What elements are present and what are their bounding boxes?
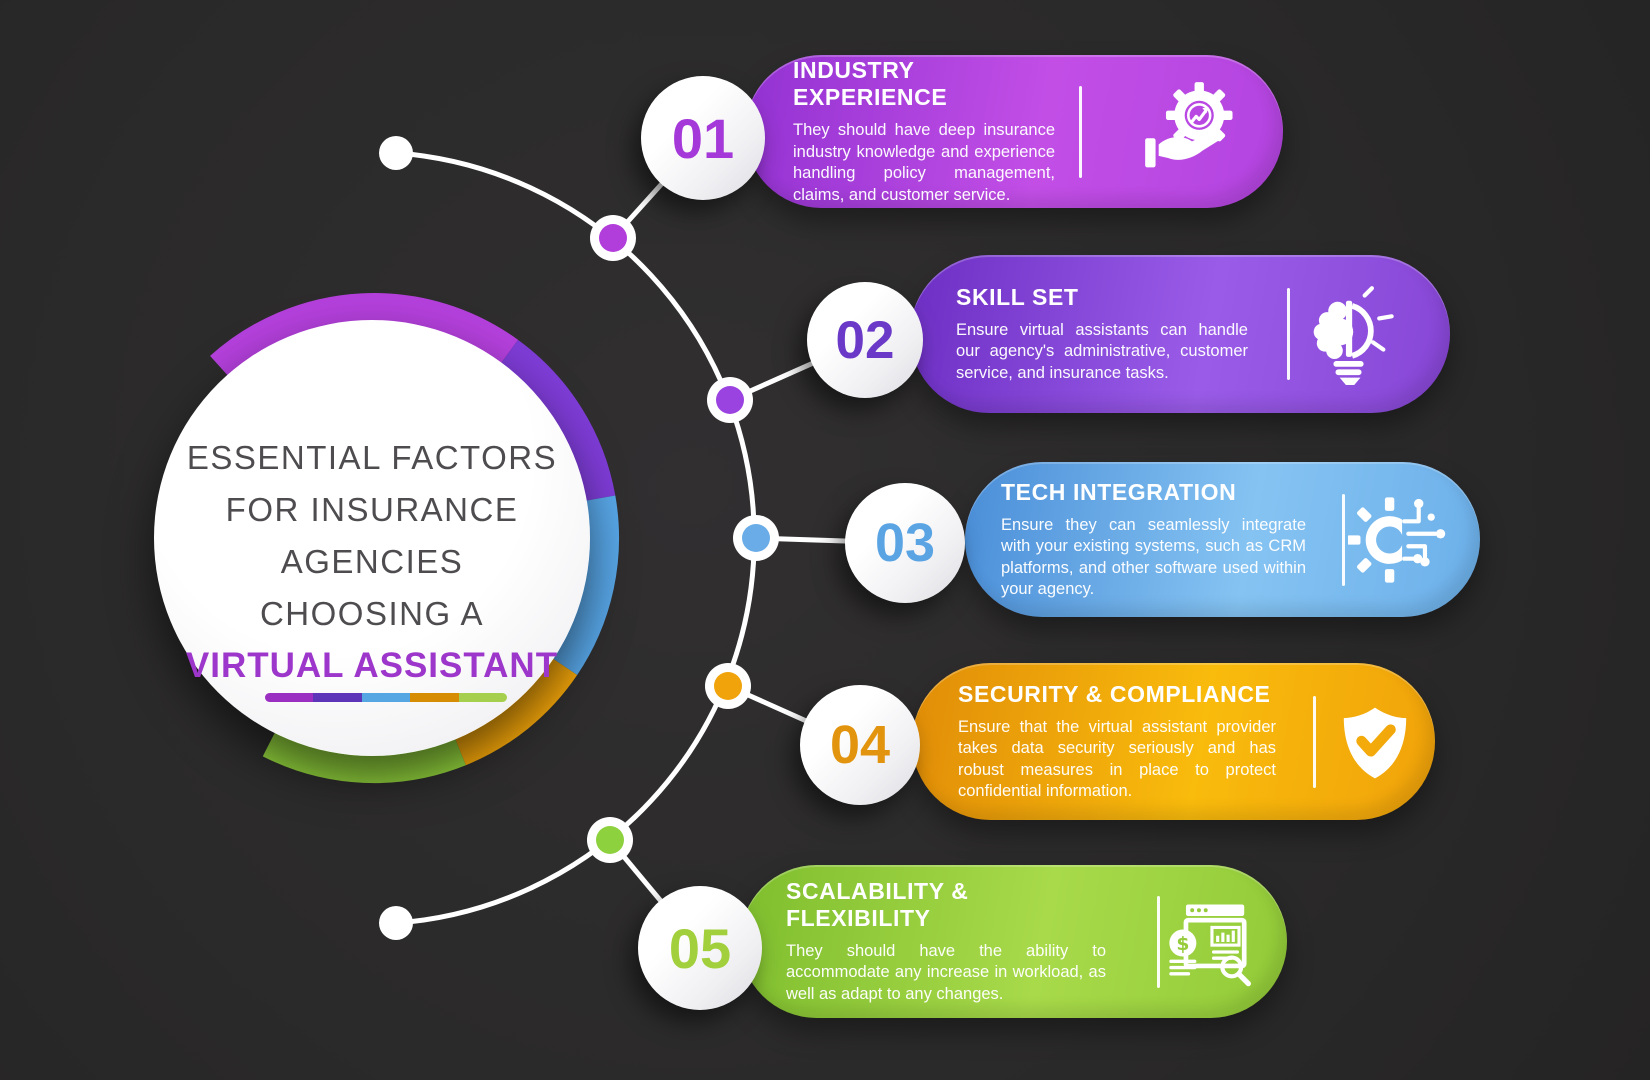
ring-segment-blue	[545, 495, 620, 676]
step-number-03: 03	[874, 513, 936, 573]
bar-segment-blue	[361, 693, 411, 702]
hand-gear-growth-icon	[1141, 80, 1245, 184]
bar-segment-purple	[313, 693, 362, 702]
card-4-body: Ensure that the virtual assistant provid…	[958, 717, 1276, 801]
title-line-2: FOR INSURANCE	[225, 491, 519, 528]
step-circle-02: 02	[807, 282, 923, 398]
node-2	[716, 386, 744, 414]
timeline-nodes	[587, 215, 779, 863]
ring-segment-magenta	[210, 293, 519, 385]
step-circle-03: 03	[845, 483, 965, 603]
color-bar	[265, 693, 507, 702]
bar-segment-green	[458, 693, 507, 702]
card-4-title: SECURITY & COMPLIANCE	[958, 680, 1271, 707]
card-1-title: INDUSTRY EXPERIENCE	[793, 57, 948, 110]
ring-segment-purple	[495, 339, 616, 503]
shield-check-icon	[1323, 690, 1427, 794]
card-5-title: SCALABILITY & FLEXIBILITY	[786, 877, 969, 931]
card-scalability-flexibility: SCALABILITY & FLEXIBILITY They should ha…	[740, 865, 1287, 1018]
card-1-body: They should have deep insurance industry…	[793, 121, 1055, 204]
node-1	[599, 224, 627, 252]
finance-report-magnifier-icon: $	[1161, 890, 1265, 994]
card-1-divider	[1079, 85, 1082, 178]
card-tech-integration: TECH INTEGRATION Ensure they can seamles…	[965, 462, 1480, 617]
bar-segment-magenta	[265, 693, 314, 702]
brain-bulb-icon	[1296, 282, 1400, 386]
step-circle-04: 04	[800, 685, 920, 805]
bar-segment-orange	[410, 693, 459, 702]
ring-segment-orange	[451, 653, 578, 766]
card-5-body: They should have the ability to accommod…	[786, 941, 1106, 1003]
step-circle-01: 01	[641, 76, 765, 200]
card-industry-experience: INDUSTRY EXPERIENCE They should have dee…	[745, 55, 1283, 208]
card-4-divider	[1313, 695, 1316, 788]
card-skill-set: SKILL SET Ensure virtual assistants can …	[910, 255, 1450, 413]
color-ring	[210, 293, 620, 784]
card-3-body: Ensure they can seamlessly integrate wit…	[1001, 515, 1306, 599]
card-5-divider	[1157, 895, 1160, 988]
step-number-05: 05	[668, 916, 732, 980]
center-title-circle: ESSENTIAL FACTORS FOR INSURANCE AGENCIES…	[154, 320, 590, 756]
gear-circuit-icon	[1348, 488, 1452, 592]
spine-start-dot	[379, 136, 413, 170]
step-number-01: 01	[671, 106, 735, 170]
card-security-compliance: SECURITY & COMPLIANCE Ensure that the vi…	[912, 663, 1435, 820]
title-line-1: ESSENTIAL FACTORS	[186, 439, 558, 476]
card-3-title: TECH INTEGRATION	[1001, 478, 1237, 505]
node-4	[714, 672, 742, 700]
node-3	[742, 524, 770, 552]
card-2-divider	[1287, 288, 1290, 380]
card-2-title: SKILL SET	[956, 283, 1079, 310]
node-5	[596, 826, 624, 854]
card-3-divider	[1342, 493, 1345, 586]
spine-end-dot	[379, 906, 413, 940]
title-highlight: VIRTUAL ASSISTANT	[185, 646, 559, 685]
card-2-body: Ensure virtual assistants can handle our…	[956, 320, 1248, 382]
main-title: ESSENTIAL FACTORS FOR INSURANCE AGENCIES…	[181, 432, 563, 692]
svg-text:$: $	[1176, 933, 1189, 954]
step-number-04: 04	[829, 715, 891, 775]
step-circle-05: 05	[638, 886, 762, 1010]
title-line-3: AGENCIES CHOOSING A	[259, 543, 485, 632]
step-number-02: 02	[835, 310, 895, 370]
ring-segment-green	[262, 722, 466, 784]
